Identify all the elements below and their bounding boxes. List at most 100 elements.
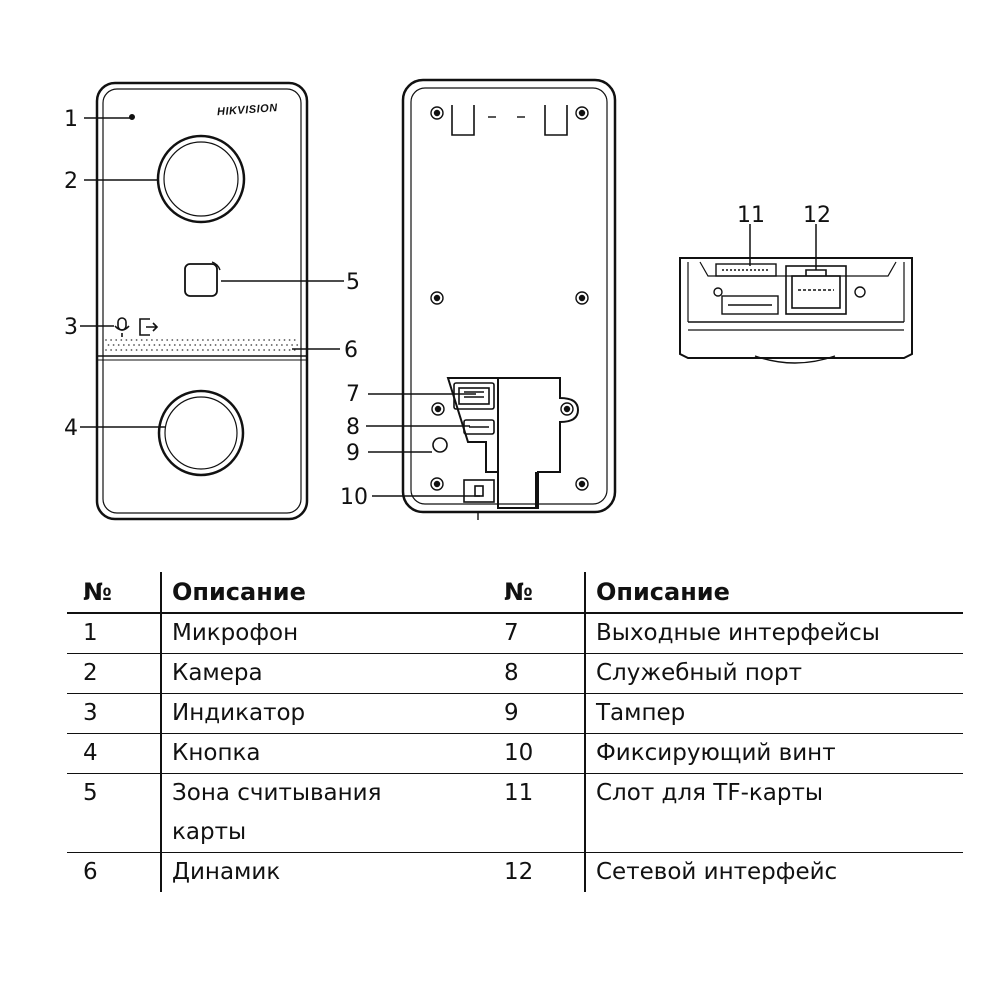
speaker-dot [199, 344, 202, 346]
speaker-dot [145, 339, 148, 341]
speaker-dot [260, 344, 263, 346]
speaker-dot [235, 344, 237, 346]
table-row: 1 Микрофон 7 Выходные интерфейсы [67, 614, 963, 654]
callout-10: 10 [340, 485, 368, 510]
speaker-dot [153, 344, 156, 346]
row-desc-left: Кнопка [160, 734, 488, 773]
speaker-dot [168, 344, 171, 346]
speaker-dot [186, 339, 189, 341]
row-no-right: 11 [504, 780, 534, 806]
speaker-dot [219, 344, 222, 346]
speaker-dot [171, 349, 174, 351]
speaker-dot [258, 339, 260, 341]
speaker-dot [265, 344, 268, 346]
callout-11: 11 [737, 203, 765, 228]
callout-12: 12 [803, 203, 831, 228]
row-desc-right: Выходные интерфейсы [584, 614, 963, 653]
screw-icons [430, 106, 589, 491]
header-desc-left: Описание [160, 572, 488, 612]
speaker-dot [151, 349, 153, 351]
speaker-dot [253, 339, 255, 341]
row-desc-left: Зона считывания карты [160, 774, 488, 852]
bottom-view [679, 257, 913, 364]
header-no-left: № [83, 578, 112, 606]
call-button [157, 389, 245, 477]
callout-lines [80, 117, 817, 497]
speaker-dot [176, 339, 179, 341]
speaker-dot [166, 339, 169, 341]
brand-logo: HIKVISION [217, 102, 279, 118]
row-no-right: 9 [504, 700, 519, 726]
speaker-dot [156, 349, 158, 351]
speaker-dot [255, 344, 258, 346]
row-no-left: 2 [83, 660, 98, 686]
camera-lens [156, 134, 246, 224]
device-diagram: HIKVISION 1 2 3 4 5 6 7 8 9 10 11 12 [64, 78, 913, 521]
table-row: 6 Динамик 12 Сетевой интерфейс [67, 853, 963, 892]
speaker-dot [135, 339, 138, 341]
back-panel [401, 78, 617, 514]
front-panel [95, 81, 309, 521]
speaker-dot [184, 344, 186, 346]
row-no-right: 12 [504, 859, 534, 885]
speaker-dot [158, 344, 161, 346]
speaker-dot [247, 339, 250, 341]
callout-3: 3 [64, 315, 78, 340]
microphone-hole [129, 114, 135, 120]
speaker-dot [181, 339, 184, 341]
speaker-dot [110, 339, 112, 341]
speaker-dot [212, 339, 215, 341]
row-no-left: 6 [83, 859, 98, 885]
speaker-dot [296, 344, 299, 346]
callout-1: 1 [64, 107, 78, 132]
speaker-dot [151, 339, 153, 341]
row-desc-left: Индикатор [160, 694, 488, 733]
speaker-dot [286, 344, 288, 346]
callout-6: 6 [344, 338, 358, 363]
speaker-dot [135, 349, 138, 351]
speaker-dot [186, 349, 189, 351]
speaker-dot [209, 344, 212, 346]
speaker-dot [212, 349, 215, 351]
speaker-dot [105, 349, 107, 351]
speaker-dot [283, 339, 286, 341]
output-interfaces-connector [453, 382, 495, 410]
tf-card-slot [715, 263, 779, 315]
row-desc-right: Служебный порт [584, 654, 963, 693]
speaker-dot [242, 339, 245, 341]
fixing-screw [463, 479, 495, 503]
speaker-dot [278, 349, 281, 351]
speaker-dot [163, 344, 166, 346]
speaker-dot [107, 344, 110, 346]
speaker-dot [148, 344, 151, 346]
speaker-dot [120, 339, 123, 341]
row-no-left: 5 [83, 780, 98, 806]
speaker-dot [130, 339, 133, 341]
speaker-dot [202, 339, 204, 341]
speaker-dot [232, 349, 235, 351]
legend-header-row: № Описание № Описание [67, 572, 963, 614]
callout-2: 2 [64, 169, 78, 194]
speaker-dot [270, 344, 273, 346]
speaker-dot [202, 349, 204, 351]
speaker-dot [140, 339, 143, 341]
speaker-dot [176, 349, 179, 351]
table-row: 4 Кнопка 10 Фиксирующий винт [67, 734, 963, 774]
speaker-dot [250, 344, 253, 346]
interface-cover [446, 377, 580, 509]
speaker-dot [242, 349, 245, 351]
speaker-dot [222, 339, 225, 341]
speaker-dot [207, 349, 209, 351]
row-desc-right: Тампер [584, 694, 963, 733]
callout-8: 8 [346, 415, 360, 440]
speaker-dot [115, 339, 118, 341]
speaker-dot [268, 349, 271, 351]
speaker-dot [125, 339, 128, 341]
speaker-dot [191, 349, 194, 351]
row-desc-left: Микрофон [160, 614, 488, 653]
speaker-dot [112, 344, 115, 346]
row-desc-left: Камера [160, 654, 488, 693]
table-row: 2 Камера 8 Служебный порт [67, 654, 963, 694]
speaker-dot [143, 344, 146, 346]
speaker-dot [207, 339, 209, 341]
